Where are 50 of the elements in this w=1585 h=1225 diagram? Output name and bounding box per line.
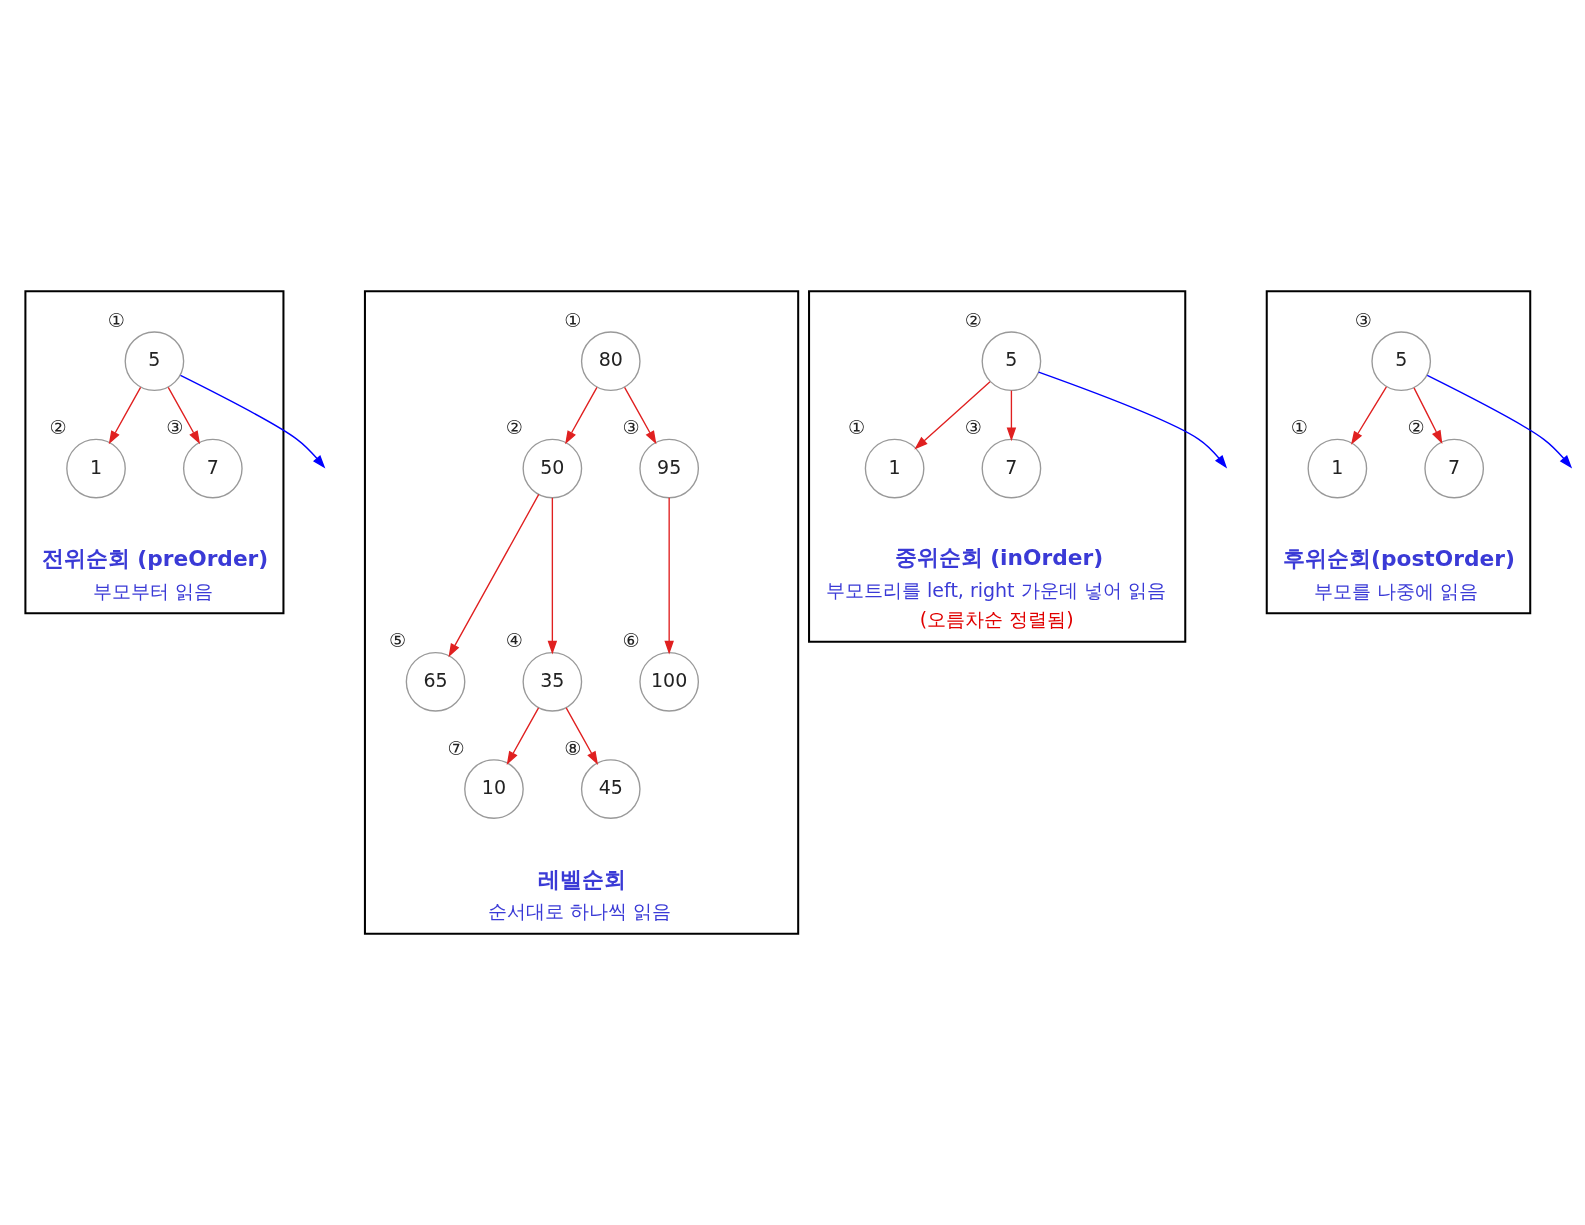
arrow xyxy=(623,386,656,445)
node-label: ③ xyxy=(964,416,982,439)
node-circle: 50 xyxy=(522,438,582,499)
arrow xyxy=(506,707,539,765)
arrow xyxy=(179,374,325,469)
arrow xyxy=(108,386,141,445)
node-circle: 35 xyxy=(522,651,582,712)
node-label: ① xyxy=(847,416,865,439)
arrow xyxy=(1412,387,1442,444)
node-label: ① xyxy=(1290,416,1308,439)
node-circle: 80 xyxy=(580,331,641,392)
arrow xyxy=(447,493,539,658)
node-circle: 100 xyxy=(638,651,699,712)
node-label: ① xyxy=(563,308,581,331)
arrow xyxy=(564,386,598,445)
node-circle: 1 xyxy=(1307,438,1367,499)
node-label: ① xyxy=(107,308,125,331)
node-circle: 5 xyxy=(981,331,1041,392)
node-label: ⑤ xyxy=(388,629,406,652)
node-label: ② xyxy=(505,416,523,439)
node-circle: 95 xyxy=(638,438,699,499)
node-circle: 1 xyxy=(65,438,126,499)
node-label: ② xyxy=(48,416,67,439)
arrow xyxy=(1350,386,1387,445)
arrow xyxy=(1037,371,1227,469)
arrow xyxy=(663,497,674,655)
node-circle: 5 xyxy=(124,331,184,392)
arrow xyxy=(167,386,200,445)
node-label: ⑦ xyxy=(446,736,464,759)
node-label: ③ xyxy=(1354,308,1372,331)
node-circle: 7 xyxy=(981,438,1041,499)
arrow xyxy=(913,381,991,450)
node-circle: 10 xyxy=(463,759,524,819)
arrow xyxy=(1426,374,1572,469)
node-label: ③ xyxy=(165,416,183,439)
node-label: ③ xyxy=(622,416,640,439)
node-circle: 45 xyxy=(580,759,641,819)
arrow xyxy=(547,497,557,655)
arrow xyxy=(565,707,598,765)
node-circle: 1 xyxy=(864,438,924,499)
node-circle: 5 xyxy=(1370,331,1431,392)
node-label: ⑧ xyxy=(563,736,581,759)
node-label: ④ xyxy=(505,629,523,652)
node-circle: 7 xyxy=(182,438,243,499)
node-circle: 7 xyxy=(1423,438,1484,499)
node-label: ⑥ xyxy=(622,629,640,652)
arrow xyxy=(1006,389,1016,442)
node-label: ② xyxy=(964,308,982,331)
node-circle: 65 xyxy=(405,651,465,712)
node-label: ② xyxy=(1407,416,1425,439)
